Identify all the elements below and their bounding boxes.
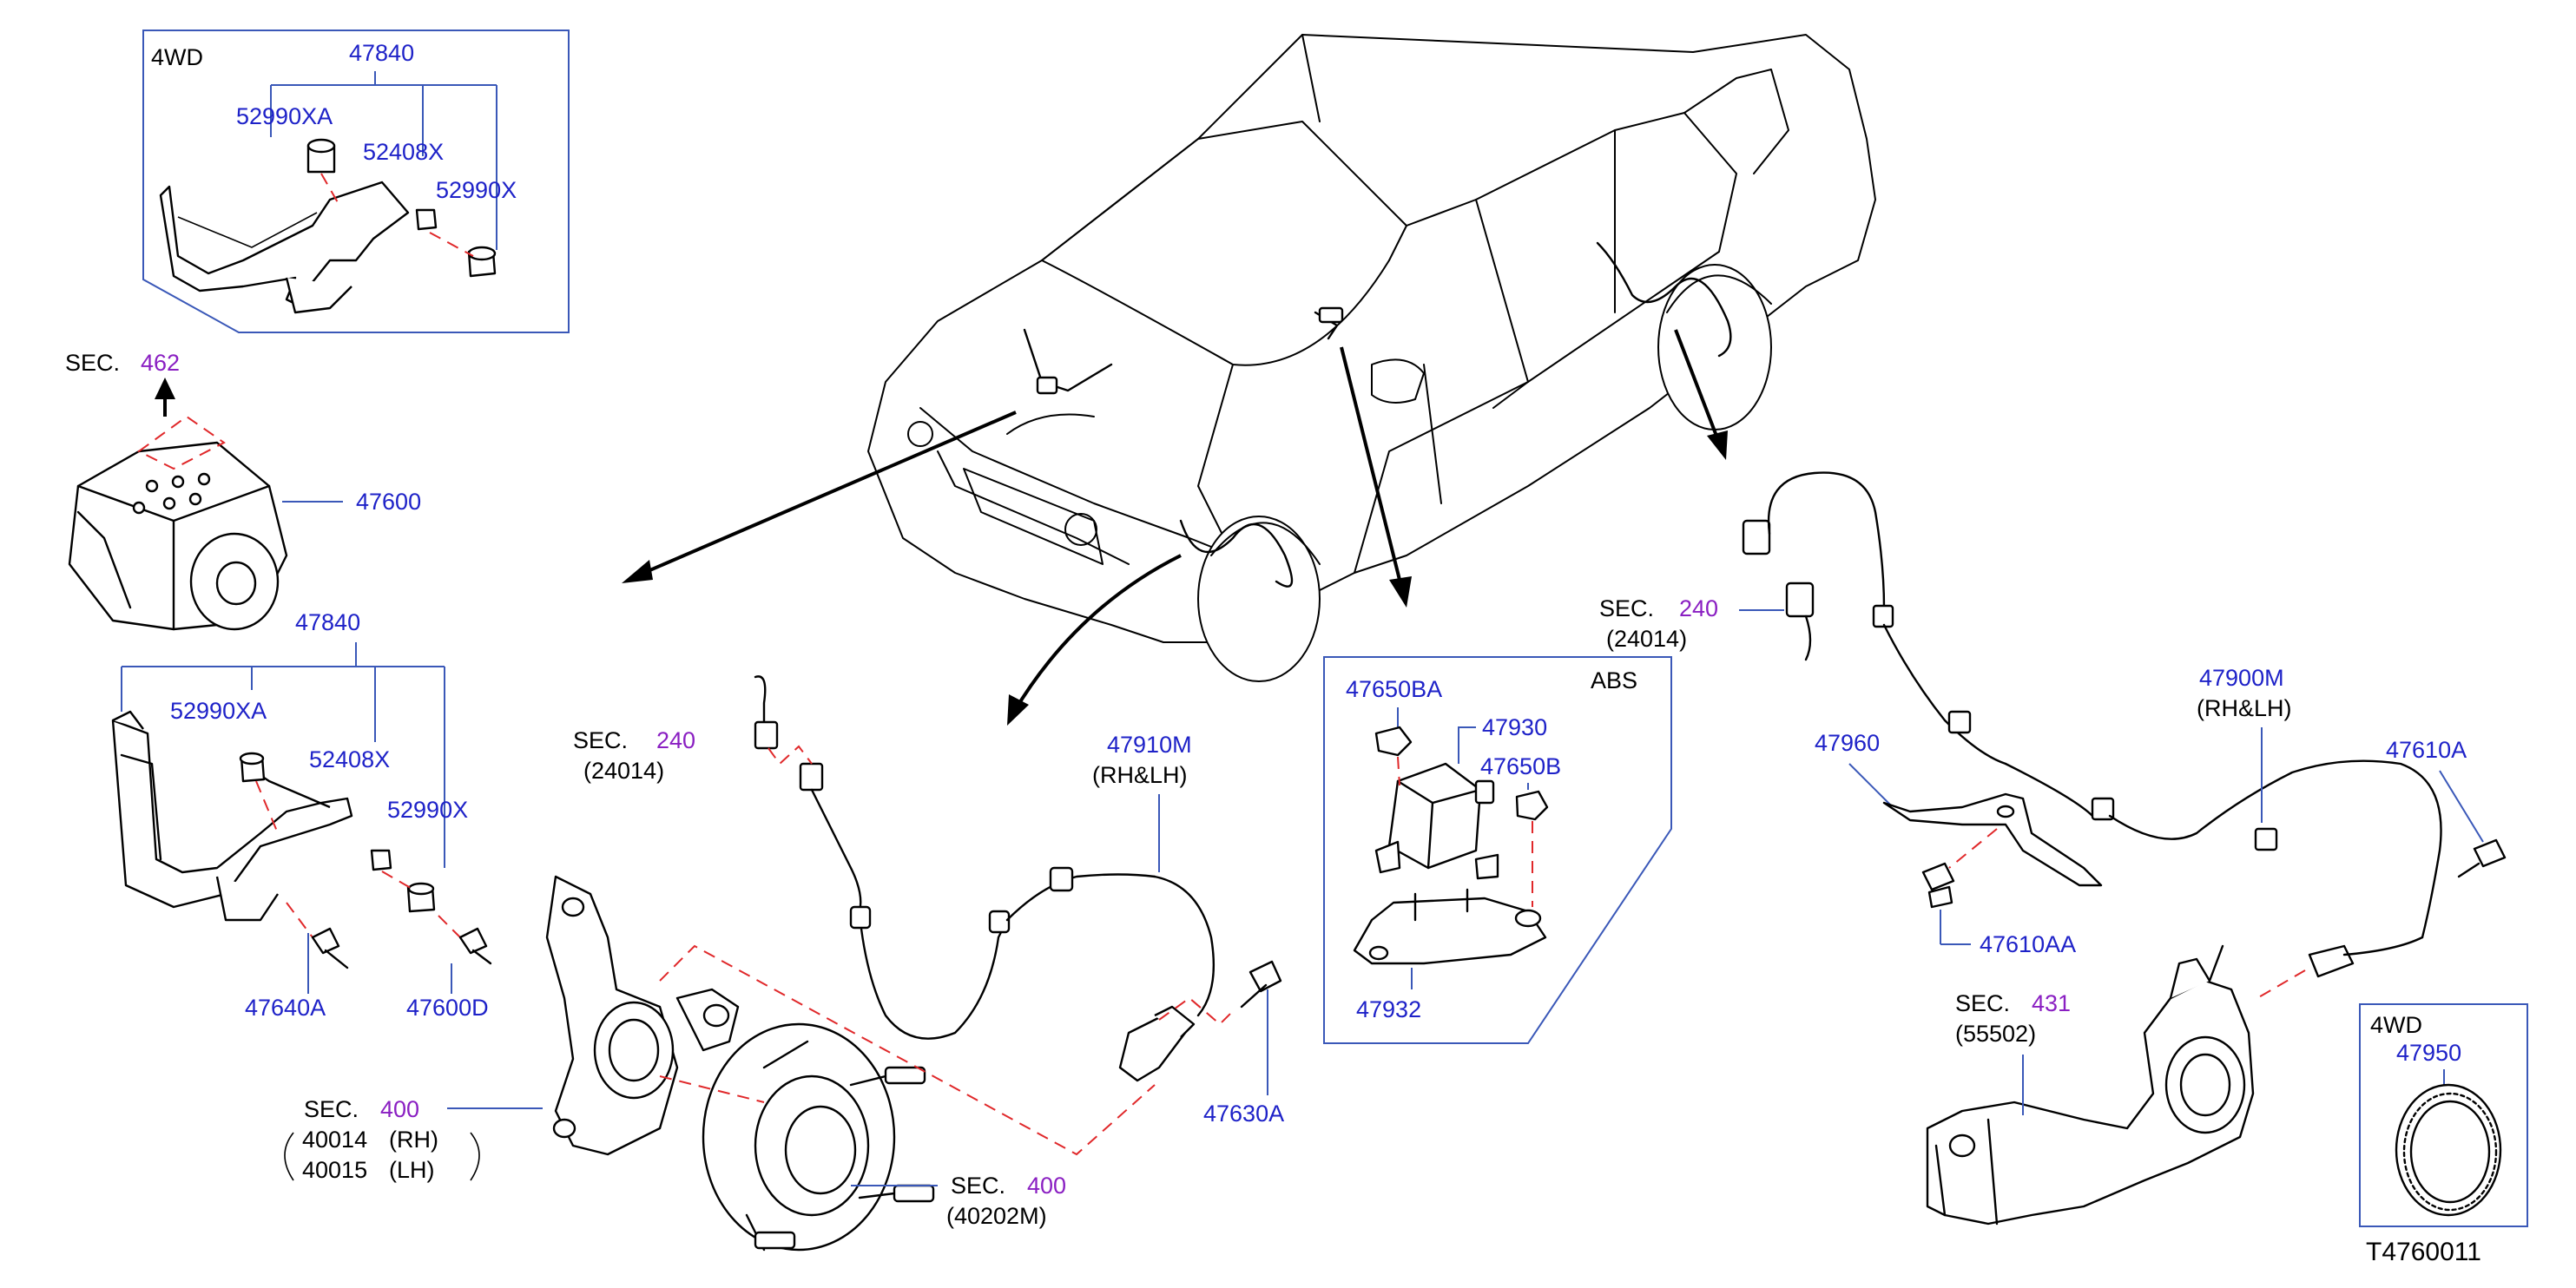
sec400-word: SEC.: [304, 1096, 359, 1122]
bolt-47640A: [311, 927, 340, 955]
topleft-4wd-box: 4WD 47840 52990XA 52408X 52990X: [142, 30, 570, 333]
sensor-rotor-47950: [2395, 1083, 2502, 1217]
abs-sensor-box: [1323, 656, 1672, 1044]
bolt-47610A-label: 47610A: [2386, 737, 2467, 763]
sec240-left-sub: (24014): [583, 758, 664, 784]
abs-box-title: ABS: [1591, 667, 1637, 693]
bolt-47640A-label: 47640A: [245, 995, 326, 1021]
sec240-right-word: SEC.: [1599, 595, 1654, 621]
sec400b-word: SEC.: [951, 1173, 1005, 1199]
bolt-47600D: [458, 927, 488, 955]
sec400-number: 400: [380, 1096, 419, 1122]
sec240-right-number: 240: [1679, 595, 1718, 621]
bolt-47610AA: [1921, 862, 1955, 909]
collar-52408X-4wd: [415, 208, 438, 231]
bolt-47630A-label: 47630A: [1203, 1101, 1284, 1127]
sensor-bracket-47960: [1882, 792, 2103, 887]
front-sensor-47910M-label: 47910M: [1107, 732, 1192, 758]
topbox-52990XA-label: 52990XA: [236, 103, 333, 129]
wheel-hub-bearing: [702, 1022, 935, 1252]
sec240-right-sub: (24014): [1606, 626, 1687, 652]
bolt-47630A: [1240, 960, 1282, 1009]
steering-knuckle: [545, 875, 740, 1156]
rightbox-4wd: [2359, 1003, 2528, 1227]
nut-47650BA: [1374, 726, 1413, 757]
yaw-rate-sensor: [1353, 726, 1549, 965]
sec431-number: 431: [2032, 990, 2071, 1016]
sec400-rh: (RH): [389, 1127, 438, 1153]
sec240-left-word: SEC.: [573, 727, 628, 753]
abs-bracket-4wd: [159, 181, 410, 306]
bracket-47960-label: 47960: [1815, 730, 1880, 756]
front-sensor-47910M-sub: (RH&LH): [1092, 762, 1188, 788]
mid-52990X-label: 52990X: [387, 797, 468, 823]
nut-47650B: [1515, 790, 1549, 821]
sec431-sub: (55502): [1955, 1021, 2036, 1047]
abs-bracket-2wd: [111, 710, 492, 969]
diagram-id: T4760011: [2366, 1238, 2481, 1266]
sec240-left-number: 240: [656, 727, 695, 753]
sec400-rh-code: 40014: [302, 1127, 367, 1153]
bolt-47610A: [2457, 838, 2507, 878]
bolt-47610AA-label: 47610AA: [1980, 931, 2076, 957]
topbox-4wd-label: 4WD: [151, 44, 203, 70]
sec431-word: SEC.: [1955, 990, 2010, 1016]
topbox-52990X-label: 52990X: [436, 177, 517, 203]
nut-47650BA-label: 47650BA: [1346, 676, 1442, 702]
sec400-lh-code: 40015: [302, 1157, 367, 1183]
sensor-rotor-47950-label: 47950: [2396, 1040, 2461, 1066]
yaw-sensor-47930-label: 47930: [1482, 714, 1547, 740]
rightbox-4wd-label: 4WD: [2370, 1012, 2422, 1038]
bolt-47600D-label: 47600D: [406, 995, 489, 1021]
rear-knuckle-sec431: [1926, 944, 2255, 1226]
bracket-47932-label: 47932: [1356, 996, 1421, 1022]
topbox-52408X-label: 52408X: [363, 139, 444, 165]
sec462-word: SEC.: [65, 350, 120, 376]
sec400-lh: (LH): [389, 1157, 435, 1183]
sec462-number: 462: [141, 350, 180, 376]
rear-sensor-47900M-sub: (RH&LH): [2197, 695, 2292, 721]
mid-47840-label: 47840: [295, 609, 360, 635]
callout-arrows: [155, 329, 1728, 726]
mid-52990XA-label: 52990XA: [170, 698, 267, 724]
collar-52408X-2wd: [370, 849, 392, 871]
vehicle-illustration: [867, 34, 1876, 682]
rear-wheel-sensor: [1742, 471, 2442, 978]
mid-52408X-label: 52408X: [309, 746, 390, 772]
rear-sensor-47900M-label: 47900M: [2199, 665, 2284, 691]
abs-actuator-47600-label: 47600: [356, 489, 421, 515]
sec400b-number: 400: [1027, 1173, 1066, 1199]
abs-actuator-unit: [68, 415, 288, 631]
front-wheel-sensor: [754, 675, 1216, 1082]
nut-47650B-label: 47650B: [1480, 753, 1561, 779]
sec400b-sub: (40202M): [946, 1203, 1047, 1229]
topbox-47840-label: 47840: [349, 40, 414, 66]
